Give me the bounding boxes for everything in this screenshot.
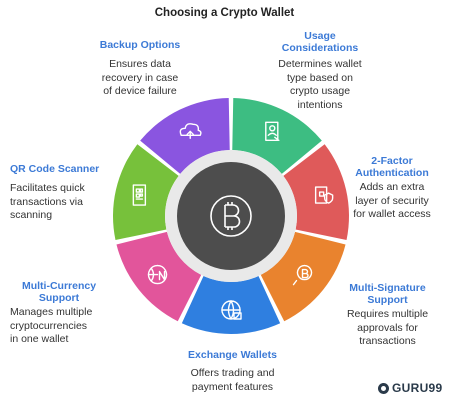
multicurrency-description: Manages multiple cryptocurrencies in one… [10,306,130,347]
2fa-heading: 2-Factor Authentication [336,155,448,179]
backup-description: Ensures data recovery in case of device … [70,58,210,99]
bitcoin-icon [210,195,252,237]
qr-description: Facilitates quick transactions via scann… [10,182,120,223]
qr-desc-line: scanning [10,209,53,221]
2fa-desc-line: for wallet access [353,208,431,220]
usage-desc-line: crypto usage [289,85,351,97]
exchange-block: Exchange Wallets Offers trading and paym… [165,349,300,394]
multisig-block: Multi-Signature Support Requires multipl… [330,282,445,349]
multisig-desc-line: Requires multiple [346,308,429,320]
2fa-block: 2-Factor Authentication Adds an extra la… [336,155,448,222]
segment-exchange [181,276,281,335]
usage-heading: Usage Considerations [255,30,385,54]
exchange-heading: Exchange Wallets [165,349,300,361]
2fa-heading-line: Authentication [355,167,429,179]
globe-currency-icon [147,264,168,285]
bitcoin-signature-icon [292,264,313,286]
2fa-description: Adds an extra layer of security for wall… [336,181,448,222]
backup-heading-line: Backup Options [99,39,181,51]
usage-heading-line: Usage [304,30,336,42]
brand-logo: GURU99 [378,381,442,395]
backup-desc-line: recovery in case [101,71,179,84]
phone-shield-icon [314,186,334,204]
2fa-desc-line: layer of security [355,194,429,207]
usage-desc-line: type based on [287,71,353,84]
multisig-description: Requires multiple approvals for transact… [330,308,445,349]
exchange-desc-line: Offers trading and [190,367,275,379]
cloud-upload-icon [179,123,202,140]
usage-description: Determines wallet type based on crypto u… [255,58,385,112]
segment-usage [232,98,322,174]
qr-desc-line: transactions via [10,195,83,208]
2fa-heading-line: 2-Factor [371,155,413,167]
multisig-desc-line: transactions [359,335,416,347]
backup-block: Backup Options Ensures data recovery in … [70,39,210,99]
qr-heading: QR Code Scanner [10,163,120,175]
globe-wallet-icon [221,300,242,320]
diagram-title: Choosing a Crypto Wallet [154,7,295,19]
qr-block: QR Code Scanner Facilitates quick transa… [10,163,120,223]
multisig-desc-line: approvals for [357,321,418,334]
qr-phone-icon [132,184,147,206]
brand-text: GURU99 [392,381,443,395]
multisig-heading-line: Multi-Signature [349,282,426,294]
multicurrency-desc-line: cryptocurrencies [10,319,88,332]
2fa-desc-line: Adds an extra [359,181,425,193]
multicurrency-heading-line: Support [38,292,80,304]
backup-heading: Backup Options [70,39,210,51]
qr-desc-line: Facilitates quick [10,182,85,194]
backup-desc-line: Ensures data [109,58,171,70]
usage-block: Usage Considerations Determines wallet t… [255,30,385,112]
multicurrency-heading-line: Multi-Currency [21,280,97,292]
qr-heading-line: QR Code Scanner [10,163,100,175]
multicurrency-block: Multi-Currency Support Manages multiple … [10,280,130,347]
usage-desc-line: Determines wallet [278,58,362,70]
multisig-heading-line: Support [367,294,408,306]
exchange-desc-line: payment features [191,380,274,393]
backup-desc-line: of device failure [103,85,177,97]
phone-person-icon [265,121,280,142]
exchange-heading-line: Exchange Wallets [188,349,277,361]
multicurrency-desc-line: Manages multiple [10,306,93,318]
usage-desc-line: intentions [297,98,343,111]
exchange-description: Offers trading and payment features [165,367,300,394]
guru99-logo-icon [378,382,389,394]
multicurrency-desc-line: in one wallet [10,333,69,345]
usage-heading-line: Considerations [281,42,359,54]
multisig-heading: Multi-Signature Support [330,282,445,306]
multicurrency-heading: Multi-Currency Support [10,280,108,304]
